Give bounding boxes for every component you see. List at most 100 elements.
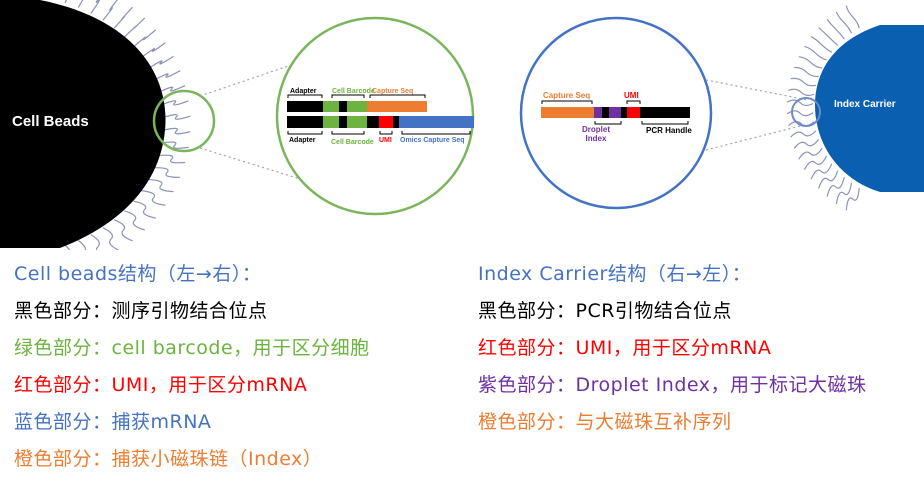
right-zoom-brackets (541, 100, 689, 125)
strand-hair (160, 141, 189, 149)
strand-hair (158, 154, 186, 164)
strand-hair (804, 45, 827, 61)
strand-bottom-red (379, 116, 393, 128)
adapter-bottom-label: Adapter (289, 137, 316, 144)
cell-beads-heading: Cell beads结构（左→右）： (14, 263, 262, 285)
strand-hair (147, 55, 174, 70)
cell-bead-strands (64, 0, 191, 250)
adapter-top-label: Adapter (290, 88, 317, 95)
umi-left-label: UMI (379, 137, 392, 144)
cell-bead-shape (0, 0, 166, 248)
rstrand-orange (541, 107, 594, 118)
strand-hair (794, 66, 819, 78)
strand-hair (810, 36, 833, 53)
strand-bottom-blue (399, 116, 474, 128)
strand-hair (790, 77, 816, 87)
cell-barcode-top-label: Cell Barcode (332, 88, 375, 95)
umi-right-label: UMI (624, 91, 639, 100)
strand-top-black-left (287, 101, 323, 112)
cell-beads-label: Cell Beads (12, 113, 89, 130)
cell-barcode-bottom-label: Cell Barcode (331, 139, 374, 146)
strand-bottom-green-1 (323, 116, 339, 128)
strand-hair (77, 239, 87, 250)
left-text-line: 橙色部分：捕获小磁珠链（Index） (14, 448, 323, 470)
strand-top-green-1 (323, 101, 339, 112)
zoom-line-top-right (705, 79, 809, 101)
strand-hair (64, 244, 71, 250)
strand-hair (786, 99, 814, 107)
strand-hair (790, 130, 817, 138)
capture-seq-right-label: Capture Seq (543, 91, 590, 100)
capture-seq-top-label: Capture Seq (372, 88, 413, 95)
droplet-index-label: Droplet Index (582, 125, 610, 143)
left-text-line: 黑色部分：测序引物结合位点 (14, 300, 268, 322)
rstrand-purple-2 (609, 107, 621, 118)
strand-hair (810, 163, 833, 180)
zoom-line-bottom-right (705, 123, 809, 151)
strand-hair (798, 147, 823, 160)
strand-bottom-black-mid (339, 116, 347, 128)
strand-hair (803, 155, 828, 170)
omics-capture-seq-label: Omics Capture Seq (400, 137, 465, 144)
right-text-line: 紫色部分：Droplet Index，用于标记大磁珠 (478, 374, 867, 396)
index-carrier-shape (815, 25, 924, 192)
strand-hair (153, 167, 181, 178)
index-carrier-zoom-circle (791, 97, 821, 127)
strand-hair (124, 210, 145, 231)
strand-hair (788, 88, 815, 97)
rstrand-black-3 (640, 107, 690, 118)
strand-hair (141, 42, 166, 58)
rstrand-black-2 (621, 107, 627, 118)
strand-hair (123, 17, 146, 38)
strand-hair (133, 29, 157, 48)
right-text-line: 黑色部分：PCR引物结合位点 (478, 300, 732, 322)
strand-hair (818, 27, 839, 46)
strand-hair (798, 56, 823, 69)
index-carrier-label: Index Carrier (834, 99, 896, 110)
strand-top-orange (367, 101, 427, 112)
strand-hair (148, 178, 174, 193)
zoom-line-bottom-left (199, 147, 311, 183)
strand-hair (157, 84, 186, 94)
strand-bottom-black-2 (367, 116, 379, 128)
strand-hair (826, 176, 845, 197)
strand-hair (102, 227, 120, 250)
strand-hair (90, 234, 100, 250)
strand-hair (102, 0, 118, 21)
strand-hair (845, 5, 860, 29)
strand-hair (835, 182, 853, 205)
strand-bottom-black-left (287, 116, 323, 128)
strand-hair (845, 187, 860, 211)
strand-hair (160, 100, 189, 106)
index-carrier-strands (786, 5, 860, 211)
rstrand-purple-1 (594, 107, 602, 118)
strand-hair (113, 219, 133, 242)
strand-hair (793, 139, 820, 149)
strand-hair (133, 200, 156, 219)
strand-top-black-mid (339, 101, 347, 112)
left-text-line: 绿色部分：cell barcode，用于区分细胞 (14, 337, 370, 359)
bead-structure-diagram: Cell Beads Adapter Cell Barcode Capture … (0, 0, 924, 250)
rstrand-red (627, 107, 640, 118)
rstrand-black-1 (602, 107, 609, 118)
strand-hair (162, 127, 191, 135)
index-carrier-heading: Index Carrier结构（右→左）： (478, 263, 752, 285)
strand-hair (835, 11, 853, 34)
left-text-line: 红色部分：UMI，用于区分mRNA (14, 374, 308, 396)
strand-hair (162, 114, 191, 120)
droplet-index-label-box: Droplet Index (582, 125, 610, 143)
pcr-handle-label: PCR Handle (646, 126, 692, 135)
strand-hair (141, 190, 166, 206)
strand-bottom-black-3 (393, 116, 399, 128)
left-zoom-brackets (287, 94, 471, 135)
strand-hair (113, 6, 133, 29)
cell-bead-zoom-circle (152, 89, 216, 153)
strand-bottom-green-2 (347, 116, 367, 128)
strand-top-green-2 (347, 101, 367, 112)
strand-hair (64, 0, 68, 4)
left-text-line: 蓝色部分：捕获mRNA (14, 411, 212, 433)
strand-hair (90, 0, 100, 14)
strand-hair (818, 170, 839, 189)
right-text-line: 橙色部分：与大磁珠互补序列 (478, 411, 732, 433)
right-text-line: 红色部分：UMI，用于区分mRNA (478, 337, 772, 359)
